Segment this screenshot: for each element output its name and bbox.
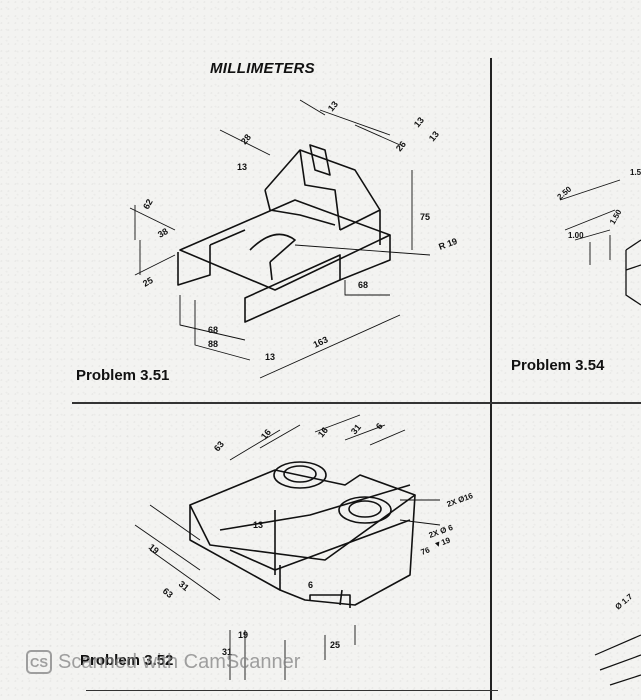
dim-19-side: 19 [147, 542, 161, 556]
dim-68-b: 68 [358, 280, 368, 290]
dim-13-a: 13 [237, 162, 247, 172]
hole-right [338, 496, 392, 524]
dim-68-a: 68 [208, 325, 218, 335]
units-heading: MILLIMETERS [210, 60, 315, 77]
dim-62: 62 [141, 197, 155, 211]
dim-31-bottom: 31 [222, 647, 232, 657]
dim-26: 26 [394, 139, 408, 153]
dim-25: 25 [141, 275, 155, 289]
horizontal-divider [72, 402, 641, 404]
drawing-3-51: 62 38 25 13 28 13 26 13 13 75 68 88 13 1… [129, 99, 459, 379]
dim-13: 13 [253, 520, 263, 530]
dim-13-b: 13 [326, 99, 340, 113]
vertical-divider [490, 58, 492, 700]
dim-r19: R 19 [437, 236, 458, 252]
dim-31-top: 31 [349, 422, 363, 436]
problem-3-51-label: Problem 3.51 [76, 367, 170, 384]
dim-1-00: 1.00 [568, 231, 584, 240]
camscanner-watermark: CS Scanned with CamScanner [26, 650, 300, 674]
hole-left [273, 461, 327, 489]
problem-3-52-label: Problem 3.52 [80, 652, 174, 669]
dim-63-side: 63 [161, 586, 175, 600]
dim-6-top: 6 [374, 421, 385, 431]
part-top-face [189, 469, 416, 561]
dim-63-top: 63 [212, 439, 226, 453]
dim-28: 28 [239, 132, 253, 146]
dim-6-bottom: 6 [308, 580, 313, 590]
problem-3-54-label: Problem 3.54 [511, 357, 605, 374]
drawing-fragment-bottom-right: Ø 1.7 [594, 592, 641, 686]
dim-13-d: 13 [427, 129, 441, 143]
dim-dia-1-7: Ø 1.7 [614, 592, 635, 612]
dim-19-bottom: 19 [238, 630, 248, 640]
dim-16-a: 16 [259, 427, 273, 441]
dim-75: 75 [420, 212, 430, 222]
camscanner-logo-icon: CS [26, 650, 52, 674]
drawing-3-52: 63 16 16 31 6 2X Ø16 2X Ø 6 ▼19 76 13 19… [134, 414, 475, 680]
dim-1-50: 1.50 [608, 208, 624, 226]
watermark-text: Scanned with CamScanner [58, 650, 301, 673]
dim-13-c: 13 [412, 115, 426, 129]
dim-1-5: 1.5 [630, 168, 641, 177]
dim-25: 25 [330, 640, 340, 650]
bottom-divider [86, 690, 498, 691]
dim-16-b: 16 [316, 425, 330, 439]
dim-38: 38 [156, 226, 170, 240]
dim-2x-dia16: 2X Ø16 [446, 491, 475, 509]
dim-76: 76 [420, 545, 432, 557]
upright-block [264, 149, 381, 245]
dim-88: 88 [208, 339, 218, 349]
dim-13-e: 13 [265, 352, 275, 362]
drawing-3-54: 2.50 1.50 1.00 1.5 [556, 168, 641, 306]
dim-31-side: 31 [177, 579, 191, 593]
